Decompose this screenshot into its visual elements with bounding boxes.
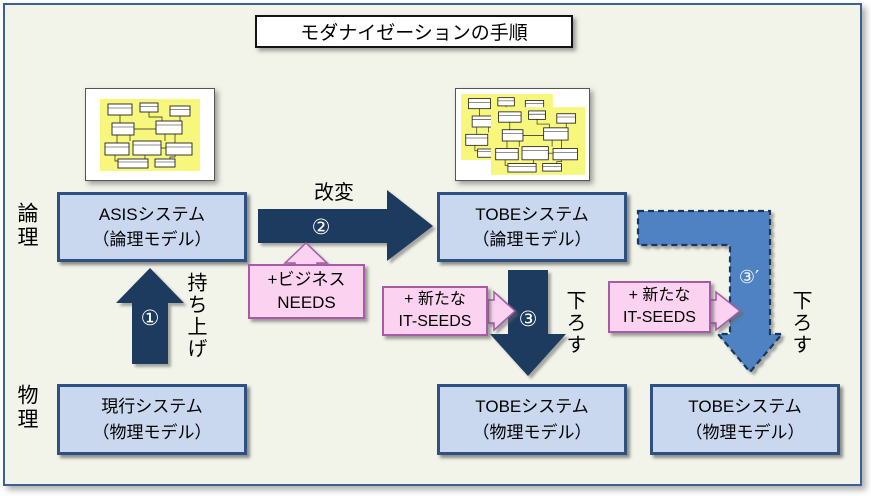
box-asis-system: ASISシステム （論理モデル） (57, 192, 247, 262)
it-seeds-2-line1: + 新たな (628, 287, 691, 305)
box-current-title: 現行システム (101, 397, 203, 416)
box-current-subtitle: （物理モデル） (92, 422, 212, 442)
tobe-model-er-thumbnail (455, 88, 590, 181)
box-asis-title: ASISシステム (98, 204, 206, 224)
box-tobe-physical-2-title: TOBEシステム (688, 397, 802, 416)
business-needs-line1: +ビジネス (267, 269, 346, 289)
box-tobe-logical: TOBEシステム （論理モデル） (437, 192, 627, 262)
box-tobe-physical-1-title: TOBEシステム (475, 397, 589, 416)
box-tobe-physical-2-subtitle: （物理モデル） (685, 422, 805, 442)
step1-label: 持ち上げ (184, 272, 206, 360)
row-label-physical: 物理 (15, 384, 38, 432)
it-seeds-note-1: + 新たな IT-SEEDS (382, 286, 488, 336)
box-tobe-physical-1-subtitle: （物理モデル） (472, 422, 592, 442)
step3-alt-label: 下ろす (789, 290, 811, 356)
it-seeds-1-line1: + 新たな (404, 291, 466, 309)
box-tobe-physical-2: TOBEシステム （物理モデル） (650, 384, 840, 455)
asis-model-er-thumbnail (85, 88, 215, 181)
box-asis-subtitle: （論理モデル） (92, 230, 212, 249)
step3-label: 下ろす (563, 290, 585, 356)
box-tobe-logical-title: TOBEシステム (475, 204, 589, 224)
it-seeds-1-line2: IT-SEEDS (398, 313, 472, 330)
business-needs-note: +ビジネス NEEDS (248, 264, 365, 319)
it-seeds-note-2: + 新たな IT-SEEDS (608, 281, 711, 333)
diagram-title-box: モダナイゼーションの手順 (255, 15, 573, 48)
box-current-system: 現行システム （物理モデル） (57, 384, 247, 455)
diagram-title: モダナイゼーションの手順 (300, 23, 528, 44)
row-label-logical: 論理 (15, 202, 38, 250)
business-needs-line2: NEEDS (277, 292, 336, 312)
box-tobe-logical-subtitle: （論理モデル） (472, 230, 592, 249)
it-seeds-2-line2: IT-SEEDS (623, 309, 696, 326)
step2-label: 改変 (314, 182, 354, 204)
box-tobe-physical-1: TOBEシステム （物理モデル） (437, 384, 627, 455)
